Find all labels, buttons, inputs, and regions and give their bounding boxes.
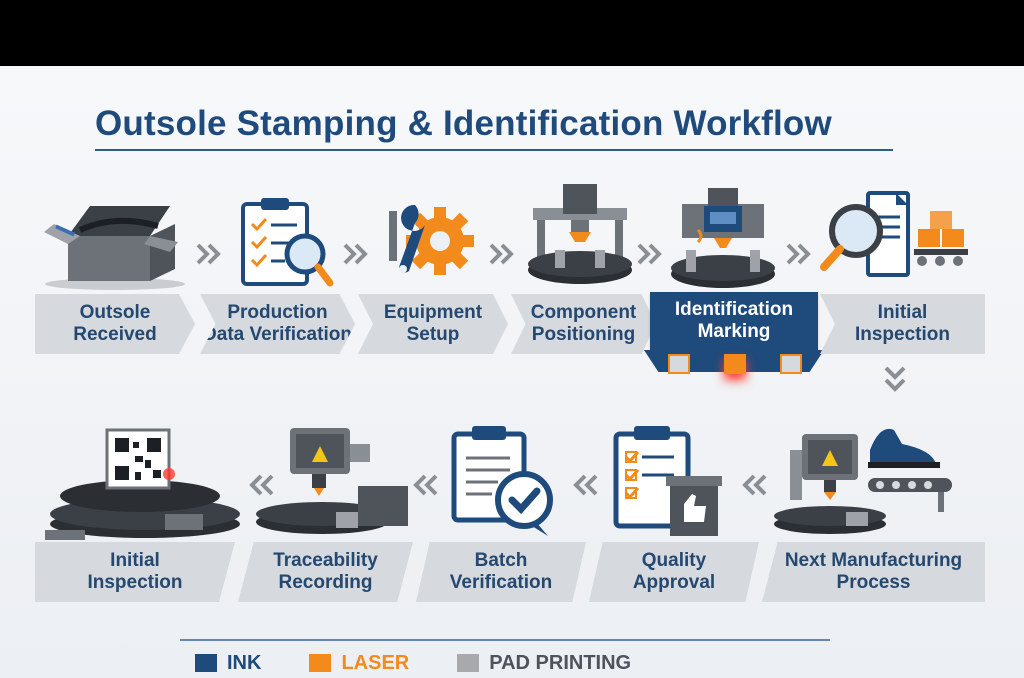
legend-item-pad-printing: PAD PRINTING	[457, 652, 631, 675]
step-label: Quality Approval	[632, 550, 716, 593]
legend-label: PAD PRINTING	[489, 651, 632, 674]
legend-divider	[180, 639, 830, 641]
title-underline	[95, 149, 893, 151]
step-initial-inspection-bottom: Initial Inspection	[35, 542, 235, 602]
step-label: Identification Marking	[674, 299, 794, 342]
chevron-right-icon	[637, 243, 662, 265]
pad-printing-swatch	[457, 654, 480, 672]
clipboard-magnifier-icon	[235, 198, 335, 295]
marking-machine-icon	[668, 184, 778, 294]
chevron-left-icon	[413, 474, 438, 496]
legend-item-laser: LASER	[309, 652, 409, 675]
wrench-gear-icon	[385, 201, 480, 286]
step-label: Equipment Setup	[383, 302, 483, 345]
step-component-positioning: Component Positioning	[511, 294, 656, 354]
chevron-right-icon	[343, 243, 368, 265]
legend: INK LASER PAD PRINTING	[195, 652, 679, 674]
pad-head-icon	[780, 354, 802, 374]
step-next-manufacturing-process: Next Manufacturing Process	[762, 542, 985, 602]
step-label: Outsole Received	[73, 302, 157, 345]
laser-swatch	[309, 654, 332, 672]
step-production-data-verification: Production Data Verification	[200, 294, 355, 354]
workflow-canvas: Outsole Stamping & Identification Workfl…	[0, 66, 1024, 678]
step-identification-marking: Identification Marking	[650, 292, 818, 350]
ink-head-icon	[668, 354, 690, 374]
shoe-conveyor-icon	[772, 420, 957, 540]
step-label: Production Data Verification	[203, 302, 352, 345]
chevron-right-icon	[489, 243, 514, 265]
stamping-press-icon	[525, 184, 635, 294]
step-quality-approval: Quality Approval	[589, 542, 759, 602]
step-label: Initial Inspection	[87, 550, 183, 593]
chevron-right-icon	[196, 243, 221, 265]
qr-code-scan-icon	[45, 426, 240, 546]
step-initial-inspection-top: Initial Inspection	[820, 294, 985, 354]
legend-item-ink: INK	[195, 652, 261, 675]
step-equipment-setup: Equipment Setup	[358, 294, 508, 354]
step-batch-verification: Batch Verification	[416, 542, 586, 602]
step-label: Next Manufacturing Process	[784, 550, 963, 593]
chevron-right-icon	[786, 243, 811, 265]
step-label: Batch Verification	[449, 550, 553, 593]
chevron-left-icon	[742, 474, 767, 496]
clipboard-thumbs-up-icon	[612, 426, 722, 546]
step-label: Component Positioning	[530, 302, 637, 345]
page-title: Outsole Stamping & Identification Workfl…	[95, 104, 832, 143]
inspection-magnifier-boxes-icon	[818, 191, 978, 291]
chevron-left-icon	[573, 474, 598, 496]
open-box-icon	[40, 196, 190, 296]
legend-label: INK	[227, 651, 262, 674]
scanner-station-icon	[252, 426, 412, 541]
step-outsole-received: Outsole Received	[35, 294, 195, 354]
legend-label: LASER	[341, 651, 410, 674]
laser-head-icon	[724, 354, 746, 374]
chevron-left-icon	[249, 474, 274, 496]
step-traceability-recording: Traceability Recording	[238, 542, 413, 602]
chevron-down-icon	[884, 366, 906, 392]
ink-swatch	[195, 654, 217, 672]
step-label: Traceability Recording	[273, 550, 378, 593]
clipboard-check-icon	[448, 426, 558, 541]
step-label: Initial Inspection	[854, 302, 950, 345]
